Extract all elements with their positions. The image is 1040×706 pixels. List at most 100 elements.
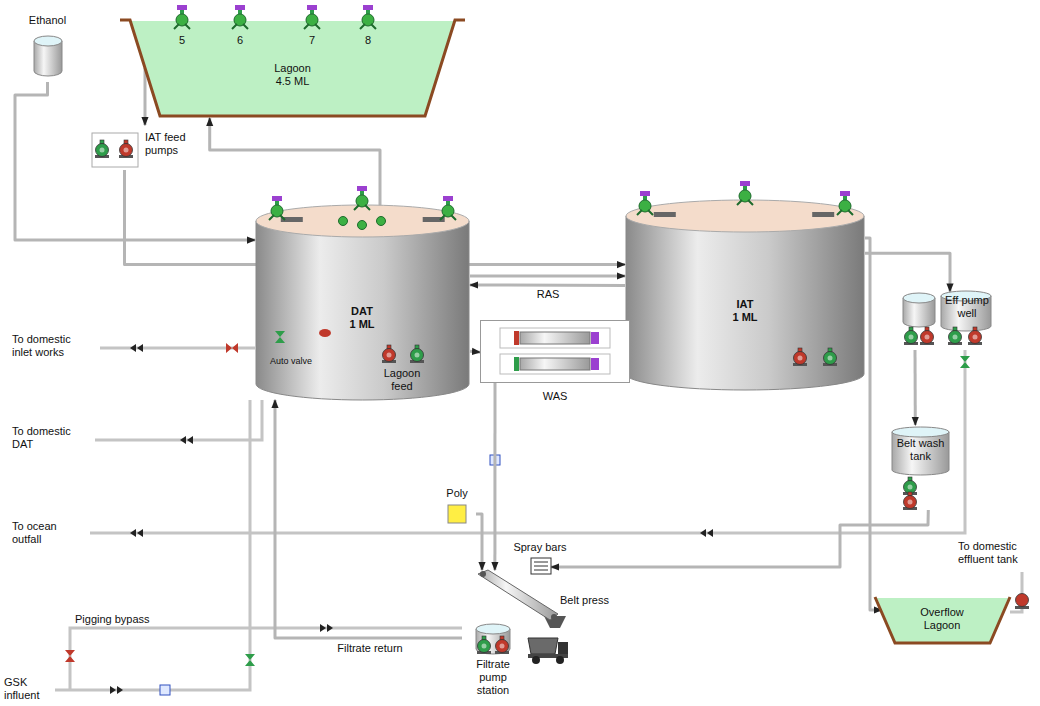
callout-number: 6 — [233, 34, 247, 47]
node-label: IAT feed pumps — [145, 131, 195, 157]
pump-symbol — [823, 348, 837, 366]
tank-cylinder: DAT 1 ML Lagoon feed — [255, 205, 470, 400]
spray-bar — [534, 570, 548, 571]
aerator-legs — [232, 24, 248, 29]
aerator-shaft — [643, 196, 647, 200]
pump-shine — [798, 356, 803, 361]
node-label: Belt wash tank — [893, 437, 948, 463]
tank-body — [626, 216, 864, 390]
valve-symbol — [226, 343, 238, 353]
shape — [92, 133, 138, 167]
aerator-shaft — [180, 10, 184, 14]
pipe-connector — [865, 238, 882, 610]
truck-symbol — [528, 638, 568, 664]
aerator-symbol — [440, 196, 456, 220]
node-label: IAT 1 ML — [732, 298, 758, 324]
pump-frame — [92, 133, 138, 167]
pump-station: Filtrate pump station — [462, 622, 524, 702]
aerator-symbol — [637, 191, 653, 215]
callout-number: 7 — [305, 34, 319, 47]
pump-shine — [973, 335, 978, 340]
node-label: Lagoon feed — [377, 367, 427, 393]
spray-box — [531, 558, 551, 574]
pipe-destination-label: GSK influent — [4, 676, 49, 702]
pump-shine — [908, 500, 913, 505]
pump-symbol — [95, 140, 109, 158]
roller — [480, 571, 486, 577]
was-outline — [500, 354, 610, 374]
shape — [478, 570, 558, 620]
node-label: Belt press — [560, 594, 618, 607]
pipe-connector — [470, 283, 625, 287]
aerator-symbol — [360, 5, 376, 29]
aerator-motor — [740, 181, 750, 186]
pipe — [95, 400, 262, 440]
valve-symbol — [245, 654, 255, 666]
aerator-legs — [304, 24, 320, 29]
pump-body — [904, 496, 917, 509]
pump-shine — [387, 353, 392, 358]
pipe-connector — [865, 253, 950, 291]
shape — [34, 36, 62, 76]
truck-bin — [528, 638, 558, 654]
aerator-symbol — [737, 181, 753, 205]
spray-bar — [534, 566, 548, 567]
spray-bars: Spray bars — [505, 541, 575, 581]
pipe-lines — [55, 348, 1022, 690]
aerator-motor — [272, 196, 282, 201]
aerator-motor — [177, 5, 187, 10]
pipe-connector — [551, 510, 928, 567]
node-label: Filtrate pump station — [465, 658, 521, 697]
was-screen — [520, 332, 590, 344]
pump-body — [96, 144, 109, 157]
tank-cylinder: IAT 1 ML — [625, 200, 865, 390]
pump-shine — [415, 353, 420, 358]
pump-body — [921, 331, 934, 344]
node-shape — [625, 200, 865, 390]
flow-arrow — [130, 344, 143, 352]
aerator-legs — [837, 210, 853, 215]
pump-shine — [482, 644, 487, 649]
pump-body — [905, 331, 918, 344]
flow-arrow — [130, 529, 143, 537]
valve-symbol — [960, 356, 970, 368]
overflow-lagoon: Overflow Lagoon — [875, 595, 1010, 645]
aerator-symbol — [174, 5, 190, 29]
pump-symbol — [904, 327, 918, 345]
dosing-tank: Ethanol — [20, 14, 75, 82]
was-valve — [514, 331, 519, 345]
flow-arrow — [700, 529, 713, 537]
tank-top — [626, 200, 864, 232]
shape — [256, 186, 469, 400]
poly-dosing: Poly — [438, 487, 476, 527]
pump-symbol — [968, 327, 982, 345]
pipe-destination-label: Auto valve — [270, 356, 318, 367]
node-label: DAT 1 ML — [347, 305, 377, 331]
pump-symbol — [903, 492, 917, 510]
pipe-destination-label: To domestic DAT — [12, 425, 82, 451]
poly-swatch — [448, 505, 466, 523]
aerator-shaft — [366, 10, 370, 14]
pump-shine — [908, 485, 913, 490]
shape — [903, 291, 991, 345]
aerator-shaft — [843, 196, 847, 200]
pump-base — [903, 492, 917, 495]
pump-body — [478, 640, 491, 653]
was-screen — [520, 358, 590, 370]
pump-symbol — [119, 140, 133, 158]
node-label: Overflow Lagoon — [912, 606, 972, 632]
pipe — [55, 400, 250, 690]
pump-body — [1016, 594, 1029, 607]
shape — [875, 597, 1010, 643]
wash-tank: Belt wash tank — [888, 425, 953, 510]
belt-conveyor — [478, 570, 558, 620]
aerator-legs — [354, 205, 370, 210]
pipe-connector — [275, 400, 462, 638]
shape — [382, 345, 424, 363]
pipe-connector — [476, 514, 482, 570]
aerator-shaft — [446, 201, 450, 205]
pump-well: Eff pump well — [895, 285, 995, 350]
spray-bar — [534, 562, 548, 563]
